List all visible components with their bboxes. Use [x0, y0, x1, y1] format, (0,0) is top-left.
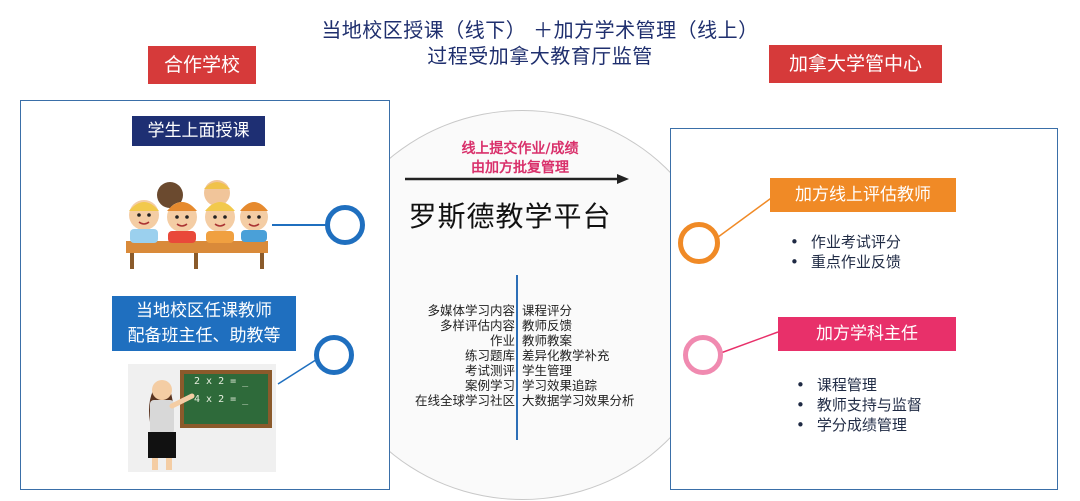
teachers-ring-icon	[314, 335, 354, 375]
features-right-list: 课程评分 教师反馈 教师教案 差异化教学补充 学生管理 学习效果追踪 大数据学习…	[522, 303, 635, 408]
assess-bullet-item: 重点作业反馈	[790, 252, 901, 272]
feature-left-item: 在线全球学习社区	[414, 393, 515, 408]
teacher-illustration	[128, 364, 276, 472]
feature-right-item: 教师反馈	[522, 318, 573, 333]
students-label: 学生上面授课	[132, 116, 265, 146]
assess-ring-icon	[678, 222, 720, 264]
subject-bullets: 课程管理 教师支持与监督 学分成绩管理	[796, 375, 922, 435]
students-illustration	[126, 180, 268, 269]
feature-right-item: 差异化教学补充	[522, 348, 610, 363]
platform-title: 罗斯德教学平台	[408, 200, 612, 233]
header-line-1: 当地校区授课（线下） ＋加方学术管理（线上）	[321, 18, 759, 42]
connector-subject	[717, 331, 779, 355]
feature-right-item: 课程评分	[522, 303, 573, 318]
subject-bullet-item: 课程管理	[796, 375, 922, 395]
canada-center-tag: 加拿大学管中心	[769, 45, 942, 83]
teachers-label-line1: 当地校区任课教师	[136, 301, 272, 321]
feature-left-item: 多样评估内容	[439, 318, 515, 333]
students-ring-icon	[325, 205, 365, 245]
feature-left-item: 作业	[489, 333, 515, 348]
subject-bullet-item: 学分成绩管理	[796, 415, 922, 435]
subject-bullet-item: 教师支持与监督	[796, 395, 922, 415]
feature-right-item: 学生管理	[522, 363, 573, 378]
feature-left-item: 案例学习	[464, 378, 515, 393]
feature-left-item: 考试测评	[464, 363, 515, 378]
submit-line-1: 线上提交作业/成绩	[461, 141, 579, 157]
feature-right-item: 大数据学习效果分析	[522, 393, 635, 408]
assess-bullets: 作业考试评分 重点作业反馈	[790, 232, 901, 272]
connector-students	[272, 224, 328, 226]
subject-ring-icon	[683, 335, 723, 375]
teachers-label-line2: 配备班主任、助教等	[127, 326, 281, 346]
feature-left-item: 多媒体学习内容	[427, 303, 515, 318]
submit-line-2: 由加方批复管理	[471, 160, 569, 176]
features-divider	[516, 275, 518, 440]
connector-assess	[713, 195, 775, 241]
subject-label: 加方学科主任	[778, 317, 956, 351]
feature-left-item: 练习题库	[464, 348, 515, 363]
blackboard-text-2: 4 x 2 = _	[194, 394, 249, 405]
submit-arrow-icon	[405, 174, 629, 184]
blackboard-text-1: 2 x 2 = _	[194, 376, 249, 387]
assess-label: 加方线上评估教师	[770, 178, 956, 212]
feature-right-item: 教师教案	[522, 333, 573, 348]
assess-bullet-item: 作业考试评分	[790, 232, 901, 252]
partner-school-tag: 合作学校	[148, 46, 256, 84]
feature-right-item: 学习效果追踪	[522, 378, 598, 393]
features-left-list: 多媒体学习内容 多样评估内容 作业 练习题库 考试测评 案例学习 在线全球学习社…	[415, 303, 515, 408]
teachers-label: 当地校区任课教师 配备班主任、助教等	[112, 296, 296, 351]
header-line-2: 过程受加拿大教育厅监管	[427, 44, 653, 68]
